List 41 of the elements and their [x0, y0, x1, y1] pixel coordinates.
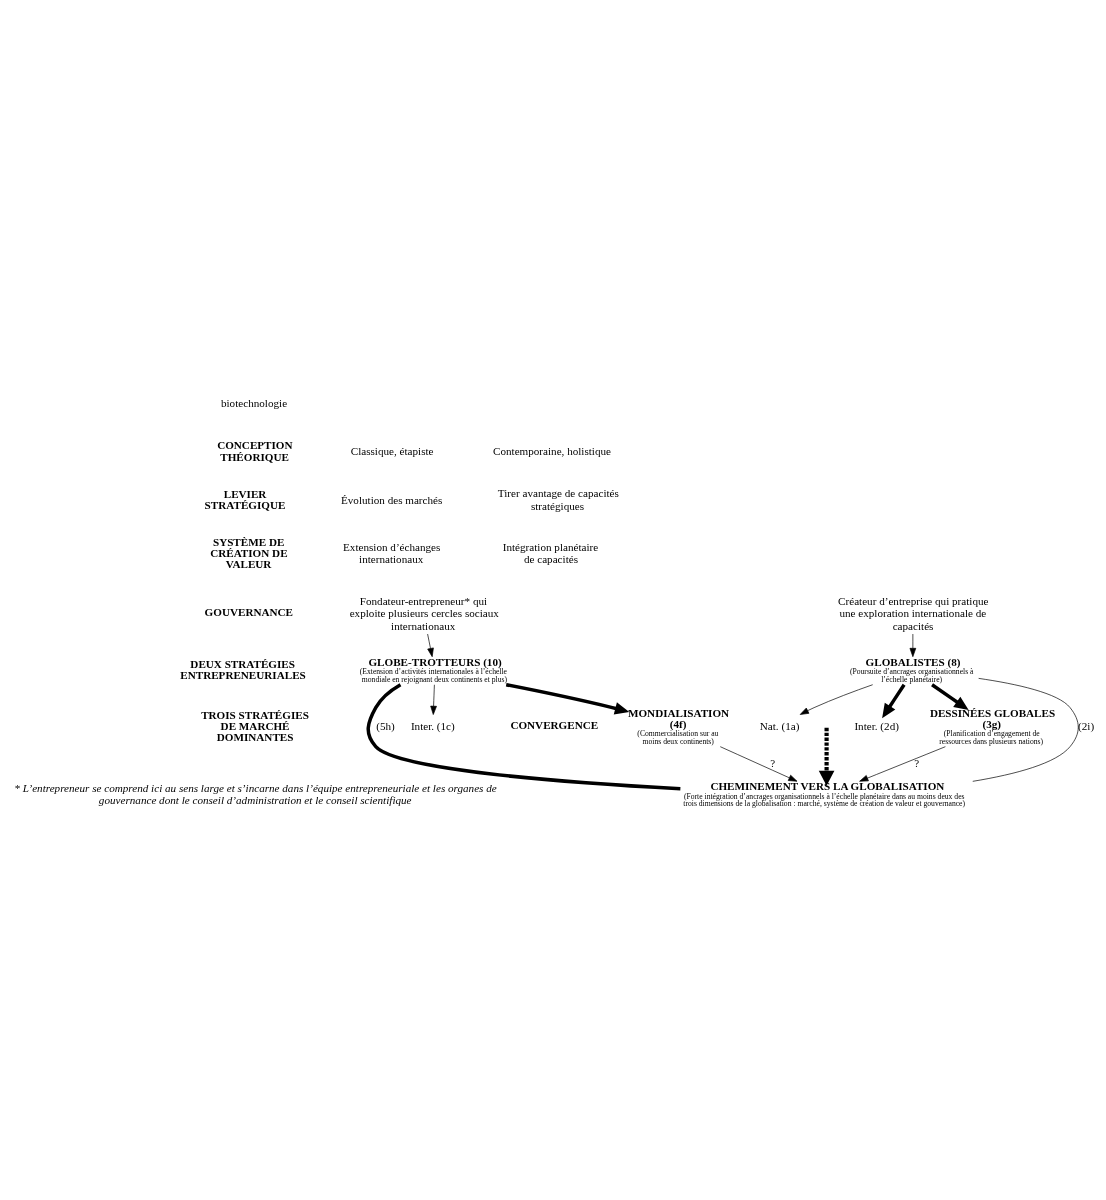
node-text: Inter. (1c) — [410, 719, 455, 732]
node-text: Fondateur-entrepreneur* qui exploite plusieurs cercles sociaux internationaux — [349, 594, 499, 632]
label: SYSTÈME DE CRÉATION DE VALEUR — [210, 535, 288, 570]
label: Classique, étapiste — [350, 444, 434, 457]
label: Évolution des marchés — [340, 493, 443, 506]
arrow — [818, 727, 835, 786]
arrow — [799, 683, 874, 715]
label: CONVERGENCE — [510, 718, 599, 731]
arrow — [719, 745, 798, 782]
node-text: GLOBALISTES (8) (Poursuite d’ancrages organisationnels à l’échelle planétaire) — [849, 655, 974, 684]
arrow — [931, 682, 969, 710]
label: biotechnologie — [220, 396, 288, 409]
node-text: CHEMINEMENT VERS LA GLOBALISATION (Forte intégration d’ancrages organisationnels à l’échelle planétaire dans au moins deux des trois dimensions de la globalisation : marché, système de création de valeur et gouvernance) — [683, 779, 966, 808]
connector — [972, 677, 1079, 782]
label: * L’entrepreneur se comprend ici au sens large et s’incarne dans l’équipe entrepreneuriale et les organes de gouvernance dont le conseil d’administration et le conseil scientifique — [14, 781, 497, 806]
label: Tirer avantage de capacités stratégiques — [497, 486, 619, 512]
node-text: MONDIALISATION (4f) (Commercialisation sur au moins deux continents) — [627, 706, 730, 746]
edge-label: (2i) — [1078, 719, 1095, 732]
label: CONCEPTION THÉORIQUE — [217, 438, 293, 463]
label: TROIS STRATÉGIES DE MARCHÉ DOMINANTES — [201, 708, 309, 743]
arrow — [882, 683, 906, 718]
connector — [366, 682, 681, 790]
node-text: GLOBE-TROTTEURS (10) (Extension d’activités internationales à l’échelle mondiale en rejoignant deux continents et plus) — [359, 655, 508, 684]
label: DEUX STRATÉGIES ENTREPRENEURIALES — [180, 657, 306, 681]
node-text: DESSINÉES GLOBALES (3g) (Planification d’engagement de ressources dans plusieurs nations) — [929, 706, 1056, 746]
edge-label: (5h) — [376, 719, 395, 732]
label: LEVIER STRATÉGIQUE — [204, 487, 286, 511]
arrow — [427, 633, 434, 657]
label: GOUVERNANCE — [204, 605, 294, 618]
label: Intégration planétaire de capacités — [502, 540, 599, 565]
arrow — [430, 683, 437, 715]
node-text: Inter. (2d) — [854, 719, 899, 732]
arrow — [859, 745, 946, 782]
label: Contemporaine, holistique — [492, 444, 612, 457]
arrow — [505, 682, 630, 714]
label: Extension d’échanges internationaux — [343, 540, 441, 565]
edge-label: ? — [914, 756, 920, 769]
node-text: Créateur d’entreprise qui pratique une exploration internationale de capacités — [838, 594, 989, 632]
node-text: Nat. (1a) — [759, 719, 800, 732]
arrow — [909, 633, 917, 657]
edge-label: ? — [770, 756, 776, 769]
